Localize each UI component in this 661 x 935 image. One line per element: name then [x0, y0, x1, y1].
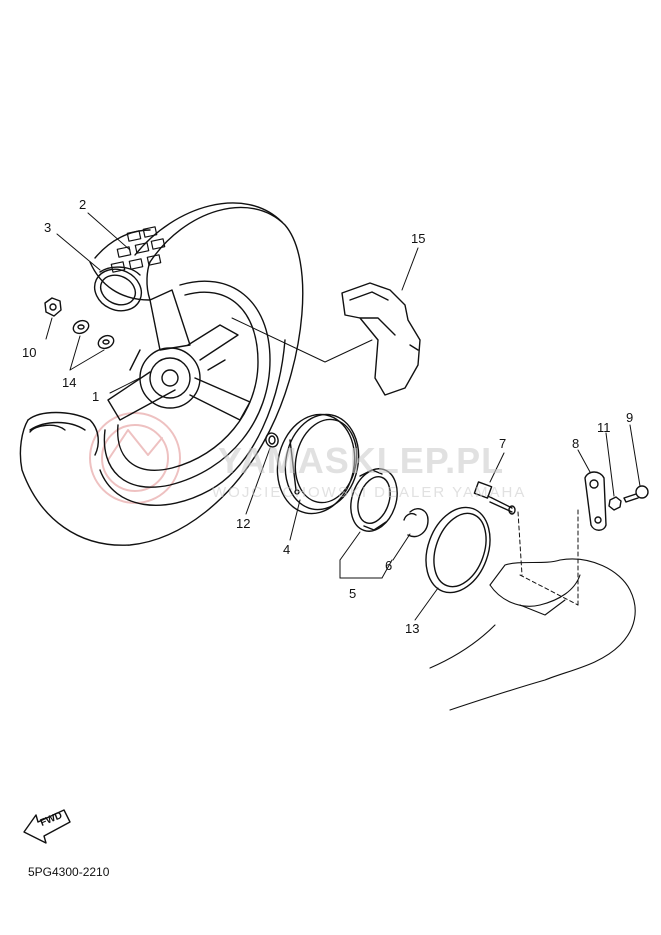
brake-spring: [403, 508, 429, 538]
engine-case-outline: [429, 558, 636, 711]
callout-5: 5: [349, 586, 357, 601]
callout-6: 6: [385, 558, 393, 573]
callout-3: 3: [44, 220, 52, 235]
callout-11: 11: [597, 420, 611, 435]
collar: [265, 432, 279, 448]
lever-bolt: [623, 485, 649, 503]
brake-drum: [276, 413, 360, 515]
callout-14: 14: [62, 375, 77, 390]
fwd-arrow-icon: [23, 809, 71, 844]
nut: [44, 297, 62, 317]
callout-4: 4: [283, 542, 291, 557]
callout-9: 9: [626, 410, 634, 425]
bracket: [341, 282, 421, 396]
callout-15: 15: [411, 231, 426, 246]
brake-shoes: [350, 468, 398, 532]
lever-nut: [608, 496, 622, 511]
tire-tread: [110, 226, 166, 273]
washers: [72, 319, 115, 350]
callout-10: 10: [22, 345, 37, 360]
seal-ring: [425, 506, 491, 594]
alignment-lines: [517, 509, 579, 606]
callout-13: 13: [405, 621, 420, 636]
wheel: [103, 280, 271, 488]
callout-2: 2: [79, 197, 87, 212]
tube: [29, 266, 143, 433]
callout-7: 7: [499, 436, 507, 451]
callout-1: 1: [92, 389, 100, 404]
tire: [19, 202, 304, 546]
callout-8: 8: [572, 436, 580, 451]
callout-12: 12: [236, 516, 251, 531]
watermark-logo: [89, 412, 181, 504]
diagram-code: 5PG4300-2210: [28, 865, 110, 879]
watermark-name: YAMASKLEP.PL: [218, 440, 505, 481]
brake-lever: [584, 471, 607, 531]
leader-lines: [45, 212, 641, 621]
watermark-tagline: WOJCIECHOWSKI DEALER YAMAHA: [212, 484, 527, 501]
camshaft: [473, 481, 516, 515]
